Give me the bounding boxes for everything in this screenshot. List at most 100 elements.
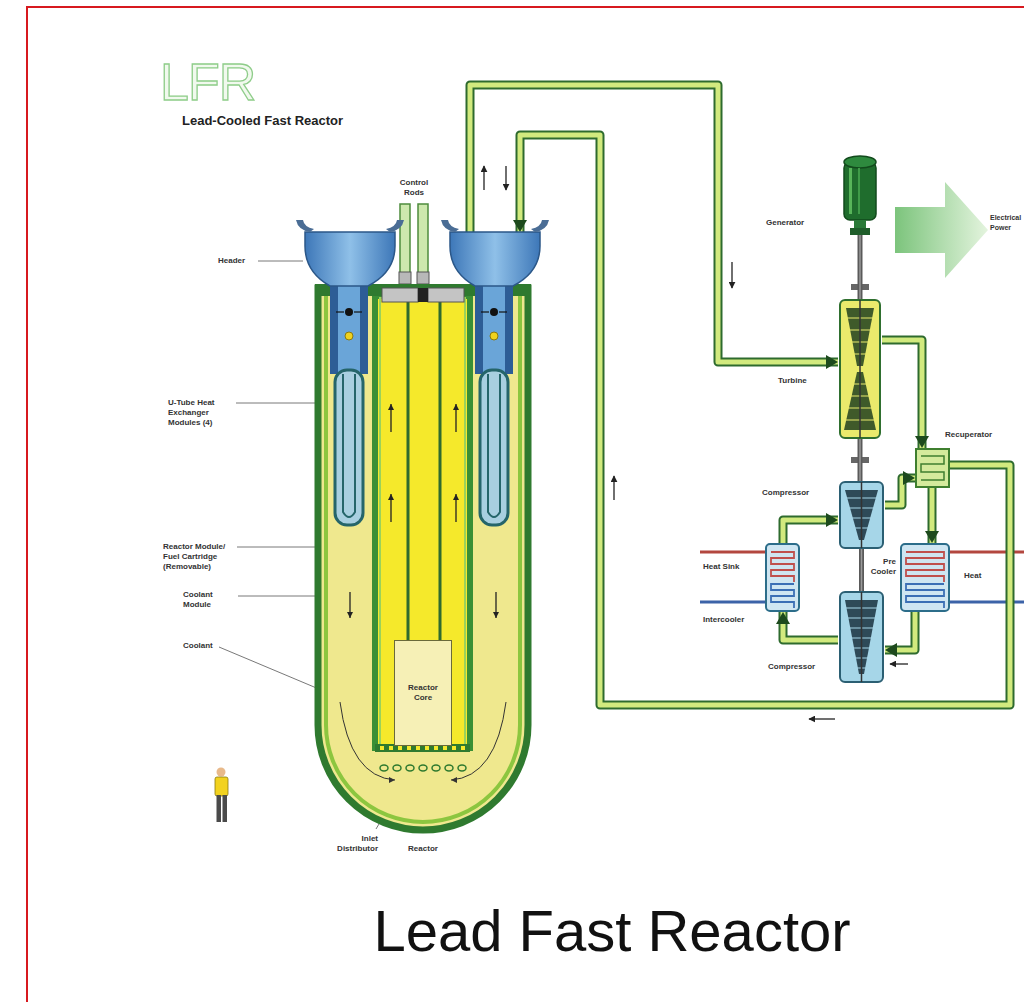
power-arrow (895, 182, 988, 278)
generator-coupling (850, 228, 870, 235)
flow-arrow-head (493, 612, 499, 618)
coolant-pipe (885, 478, 915, 505)
control-rod-drive (400, 204, 410, 288)
flow-curve (451, 702, 506, 780)
label-slot: Electrical Power (990, 213, 1022, 233)
node-label: Heat (964, 571, 998, 581)
header (450, 232, 540, 286)
valve-symbol (345, 332, 353, 340)
fuel-module (375, 296, 470, 748)
label-slot: Intercooler (703, 615, 761, 625)
compressor: Compressor (838, 482, 885, 548)
pipe-wall (885, 478, 915, 505)
module-head (428, 288, 464, 302)
flow-curve (340, 702, 395, 780)
pipe-bore (783, 612, 838, 640)
part-label: Reactor Module/ Fuel Cartridge (Removabl… (163, 542, 233, 572)
valve-symbol (490, 332, 498, 340)
node-label: Compressor (762, 488, 832, 498)
cool-coil (771, 584, 794, 608)
header-column (338, 284, 360, 374)
shaft-link (860, 438, 861, 482)
distributor-slot (425, 746, 429, 750)
label-slot: Inlet Distributor (326, 834, 378, 854)
shaft-highlight (859, 438, 861, 482)
heat-coil (771, 552, 794, 582)
label-slot: Coolant Module (183, 590, 235, 610)
distributor-slot (416, 746, 420, 750)
pipe-heads (861, 548, 862, 592)
label-slot: Compressor (768, 662, 832, 672)
pipe-bore (885, 612, 915, 650)
pump-symbol (345, 308, 353, 316)
label-slot: Coolant (183, 641, 219, 651)
flow-arrow (809, 718, 835, 719)
compressor-shape (838, 482, 885, 548)
compressor-shape (838, 592, 885, 682)
shaft-link (860, 235, 861, 300)
distributor-swirl (458, 765, 466, 771)
pipe-bore (882, 340, 922, 448)
module-head (382, 288, 418, 302)
node-label: Reactor (388, 844, 458, 854)
flow-arrow-head (453, 404, 459, 410)
pipe-heads (882, 340, 922, 448)
pipe-heads (860, 438, 861, 482)
compressor-casing (840, 482, 883, 548)
node-label: Generator (766, 218, 828, 228)
part-label: Inlet Distributor (326, 834, 378, 854)
header-handle (296, 220, 314, 232)
distributor-swirl (393, 765, 401, 771)
reactor-core: Reactor Core (394, 640, 452, 746)
label-slot: Heat (964, 571, 998, 581)
u-tube-module (335, 370, 363, 525)
distributor-swirl (419, 765, 427, 771)
pump-symbol (354, 311, 362, 312)
turbine-casing (840, 300, 880, 438)
turbine-shape (838, 300, 882, 438)
heat-coil (906, 552, 944, 582)
recuperator-shape (915, 448, 950, 488)
fuel-module-liner (380, 298, 465, 746)
u-tube (488, 374, 500, 517)
diagram-title: Lead-Cooled Fast Reactor (182, 113, 482, 128)
header-handle (441, 220, 459, 232)
coolant-pipe (932, 488, 933, 543)
part-label: Header (218, 256, 258, 266)
flow-arrow (890, 663, 908, 664)
pipe-heads (860, 235, 861, 300)
generator-highlight (849, 168, 852, 214)
heat-exchanger-box (901, 544, 949, 611)
label-slot: Control Rods (392, 178, 436, 198)
label-slot: Generator (766, 218, 828, 228)
compressor: Compressor (838, 592, 885, 682)
pipe-wall (783, 612, 838, 640)
flow-arrow (483, 166, 484, 190)
node-label: Heat Sink (703, 562, 761, 572)
u-tube (343, 374, 355, 517)
pipe-heads (783, 612, 838, 640)
pipe-wall (885, 612, 915, 650)
control-rod-cap (399, 272, 411, 284)
coolant-pipe (882, 340, 922, 448)
compressor-shaft (861, 482, 863, 548)
compressor-casing (840, 592, 883, 682)
header-column (330, 284, 368, 374)
turbine-shaft (859, 300, 861, 438)
pump-symbol (336, 311, 344, 312)
part-label: U-Tube Heat Exchanger Modules (4) (168, 398, 232, 428)
heat-sink: Pre CoolerHeat (900, 543, 950, 612)
flow-arrow-head (451, 777, 457, 783)
label-slot: Lead Fast Reactor (262, 898, 962, 964)
flow-arrow-head (388, 494, 394, 500)
pipe-wall (928, 488, 937, 543)
node-label: Compressor (768, 662, 832, 672)
person-head (217, 768, 226, 777)
pipe-heads (885, 478, 915, 505)
distributor-swirl (445, 765, 453, 771)
logo-letters: LFR (160, 56, 320, 108)
generator: Generator (838, 148, 882, 235)
shaft (859, 548, 864, 592)
distributor-slot (434, 746, 438, 750)
